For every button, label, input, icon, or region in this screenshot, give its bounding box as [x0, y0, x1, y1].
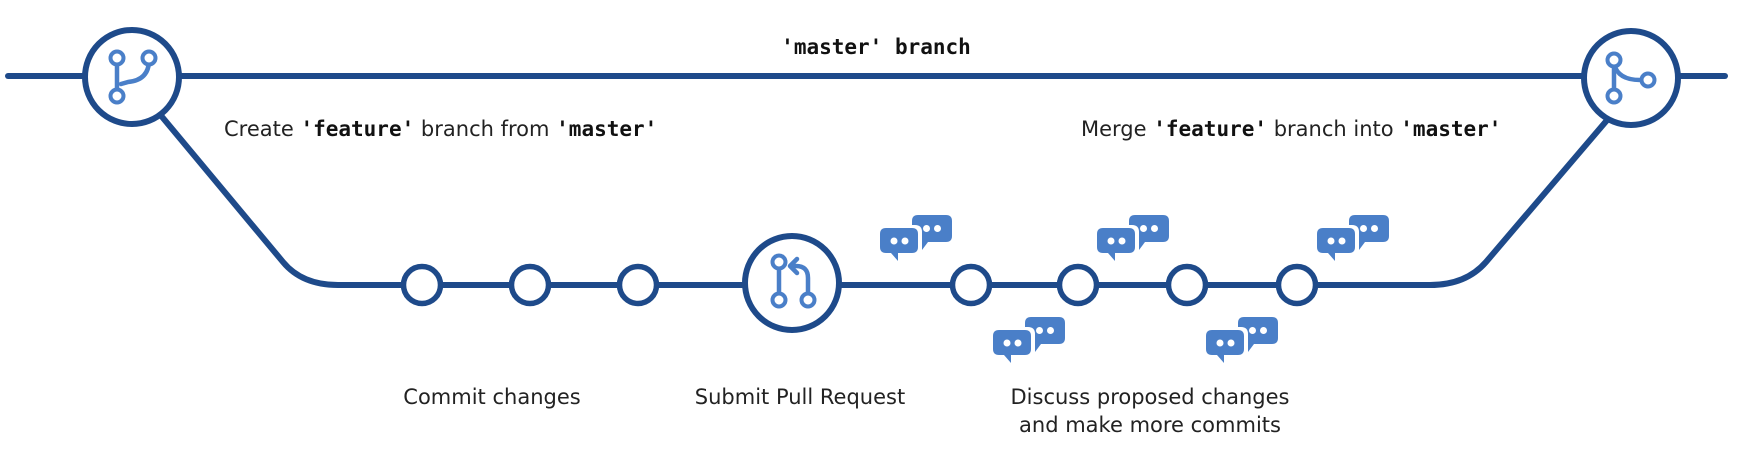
comment-discussion-icon-4 [989, 317, 1065, 367]
commit-node-1 [400, 263, 444, 307]
commit-node-5 [1056, 263, 1100, 307]
git-branch-icon [108, 49, 158, 105]
step-discuss-label-line1: Discuss proposed changes [1011, 385, 1290, 409]
create-label-master: 'master' [556, 117, 657, 141]
create-branch-label: Create 'feature' branch from 'master' [224, 117, 657, 141]
pull-request-node [742, 233, 842, 333]
commit-node-6 [1165, 263, 1209, 307]
git-merge-icon [1605, 51, 1657, 105]
git-pull-request-icon [770, 253, 817, 309]
step-discuss-label-line2: and make more commits [1019, 413, 1281, 437]
master-branch-title: 'master' branch [781, 35, 971, 59]
feature-branch-line [145, 97, 1617, 288]
merge-branch-label: Merge 'feature' branch into 'master' [1081, 117, 1501, 141]
merge-node [1581, 28, 1681, 128]
commit-node-3 [616, 263, 660, 307]
step-pr-label: Submit Pull Request [695, 385, 905, 409]
comment-discussion-icon-5 [1202, 317, 1278, 367]
branch-node [82, 27, 182, 127]
step-commit-label: Commit changes [403, 385, 580, 409]
create-label-mid: branch from [414, 117, 556, 141]
comment-discussion-icon-2 [1093, 215, 1169, 265]
comment-discussion-icon-3 [1313, 215, 1389, 265]
merge-label-mid: branch into [1267, 117, 1400, 141]
merge-label-feature: 'feature' [1153, 117, 1267, 141]
create-label-feature: 'feature' [300, 117, 414, 141]
commit-node-4 [949, 263, 993, 307]
commit-node-2 [508, 263, 552, 307]
commit-node-7 [1275, 263, 1319, 307]
merge-label-master: 'master' [1400, 117, 1501, 141]
comment-discussion-icon-1 [876, 215, 952, 265]
merge-label-pre: Merge [1081, 117, 1153, 141]
create-label-pre: Create [224, 117, 300, 141]
